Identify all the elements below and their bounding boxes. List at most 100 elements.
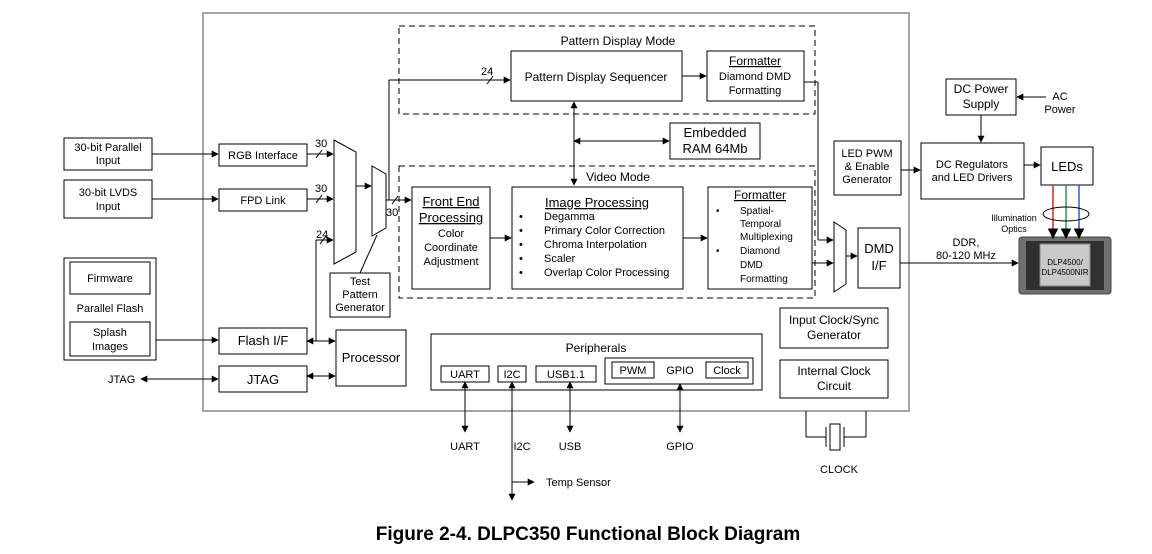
diagram-label: Pattern: [342, 289, 377, 301]
gpio-port: GPIO: [666, 365, 694, 377]
diagram-label: & Enable: [845, 161, 890, 173]
diagram-label: Supply: [963, 97, 1000, 111]
tp-bus-width: 24: [316, 229, 328, 241]
ac-power-label: AC: [1052, 91, 1067, 103]
fpd-link-block: FPD Link: [218, 188, 308, 212]
jtag-external-label: JTAG: [108, 374, 135, 386]
diagram-label: Degamma: [544, 211, 596, 223]
diagram-label: Diamond: [740, 246, 780, 257]
video-mode-label: Video Mode: [586, 170, 650, 184]
temp-sensor-label: Temp Sensor: [546, 477, 611, 489]
leds-block: LEDs: [1040, 146, 1094, 186]
diagram-label: Scaler: [544, 253, 576, 265]
clock-external-label: CLOCK: [820, 464, 859, 476]
diagram-label: •: [716, 246, 720, 257]
front-end-processing-block: Front End Processing Color Coordinate Ad…: [411, 186, 491, 290]
diagram-label: RGB Interface: [228, 150, 298, 162]
diagram-label: Coordinate: [424, 242, 478, 254]
diagram-label: Color: [438, 228, 465, 240]
diagram-label: Input Clock/Sync: [789, 313, 879, 327]
diagram-label: •: [519, 225, 523, 237]
diagram-label: Input: [96, 155, 120, 167]
diagram-label: •: [716, 206, 720, 217]
parallel-flash-block: Firmware Parallel Flash Splash Images: [63, 257, 157, 361]
diagram-label: •: [519, 211, 523, 223]
diagram-label: DLP4500/: [1047, 258, 1083, 267]
diagram-label: •: [519, 253, 523, 265]
dc-regulators-block: DC Regulators and LED Drivers: [920, 142, 1025, 200]
led-pwm-block: LED PWM & Enable Generator: [833, 140, 902, 196]
diagram-label: Multiplexing: [740, 232, 793, 243]
flash-if-block: Flash I/F: [218, 327, 308, 355]
diagram-label: 30-bit LVDS: [79, 187, 138, 199]
diagram-label: Internal Clock: [797, 364, 871, 378]
crystal-icon: [805, 411, 867, 451]
diagram-label: •: [519, 239, 523, 251]
internal-clock-block: Internal Clock Circuit: [779, 359, 889, 399]
rgb-bus-width: 30: [315, 138, 327, 150]
rgb-interface-block: RGB Interface: [218, 143, 308, 167]
diagram-label: Temporal: [740, 219, 781, 230]
peripherals-block: Peripherals UART I2C USB1.1 PWM GPIO Clo…: [430, 333, 763, 391]
diagram-label: Processor: [342, 350, 401, 365]
uart-port: UART: [450, 369, 480, 381]
diagram-label: DMD: [740, 260, 763, 271]
diagram-label: Diamond DMD: [719, 71, 791, 83]
video-mux: [371, 165, 387, 237]
diagram-label: •: [519, 267, 523, 279]
diagram-label: Overlap Color Processing: [544, 267, 669, 279]
diagram-label: DC Power: [954, 82, 1009, 96]
diagram-label: JTAG: [247, 372, 279, 387]
diagram-label: Pattern Display Sequencer: [525, 70, 668, 84]
lvds-input-block: 30-bit LVDS Input: [63, 179, 153, 219]
diagram-label: Flash I/F: [238, 333, 289, 348]
dc-power-supply-block: DC Power Supply: [945, 78, 1017, 116]
diagram-label: 80-120 MHz: [936, 250, 996, 262]
diagram-label: Formatting: [729, 85, 782, 97]
output-mux: [833, 221, 847, 293]
sequencer-bus-width: 24: [481, 66, 493, 78]
dlpc350-boundary: [202, 12, 910, 412]
diagram-label: Processing: [419, 210, 483, 225]
input-clock-sync-block: Input Clock/Sync Generator: [779, 307, 889, 349]
diagram-label: Images: [92, 341, 129, 353]
mux-out-bus-width: 30: [386, 207, 398, 219]
diagram-label: Embedded: [684, 125, 747, 140]
usb-external-label: USB: [559, 441, 582, 453]
parallel-flash-label: Parallel Flash: [77, 303, 144, 315]
jtag-block: JTAG: [218, 365, 308, 393]
diagram-label: Formatting: [740, 274, 788, 285]
embedded-ram-block: Embedded RAM 64Mb: [669, 122, 761, 160]
input-mux: [333, 139, 357, 265]
diagram-label: Generator: [807, 328, 861, 342]
diagram-label: LEDs: [1051, 159, 1083, 174]
fpd-bus-width: 30: [315, 183, 327, 195]
diagram-label: Optics: [1001, 224, 1027, 234]
illumination-optics-label: Illumination: [991, 213, 1037, 223]
diagram-label: DLP4500NIR: [1041, 268, 1088, 277]
i2c-port: I2C: [503, 369, 520, 381]
image-processing-block: Image Processing • Degamma • Primary Col…: [511, 186, 684, 290]
diagram-label: Input: [96, 201, 120, 213]
pwm-port: PWM: [620, 365, 647, 377]
parallel-input-block: 30-bit Parallel Input: [63, 137, 153, 171]
diagram-label: DC Regulators: [936, 159, 1009, 171]
diagram-label: RAM 64Mb: [682, 141, 747, 156]
dmd-chip: DLP4500/ DLP4500NIR: [1018, 236, 1112, 295]
diagram-label: I/F: [871, 258, 886, 273]
dmd-if-block: DMD I/F: [857, 227, 901, 289]
test-pattern-generator-block: Test Pattern Generator: [329, 272, 391, 318]
diagram-label: Power: [1044, 104, 1076, 116]
diagram-label: Image Processing: [545, 195, 649, 210]
pattern-display-mode-label: Pattern Display Mode: [561, 34, 676, 48]
formatter-video-block: Formatter • Spatial- Temporal Multiplexi…: [707, 186, 813, 290]
diagram-label: Circuit: [817, 379, 852, 393]
diagram-label: Generator: [335, 302, 385, 314]
diagram-label: Chroma Interpolation: [544, 239, 647, 251]
processor-block: Processor: [335, 329, 407, 387]
formatter-pd-block: Formatter Diamond DMD Formatting: [706, 50, 805, 102]
diagram-label: 30-bit Parallel: [74, 142, 141, 154]
i2c-external-label: I2C: [513, 441, 530, 453]
diagram-label: Formatter: [729, 54, 781, 68]
